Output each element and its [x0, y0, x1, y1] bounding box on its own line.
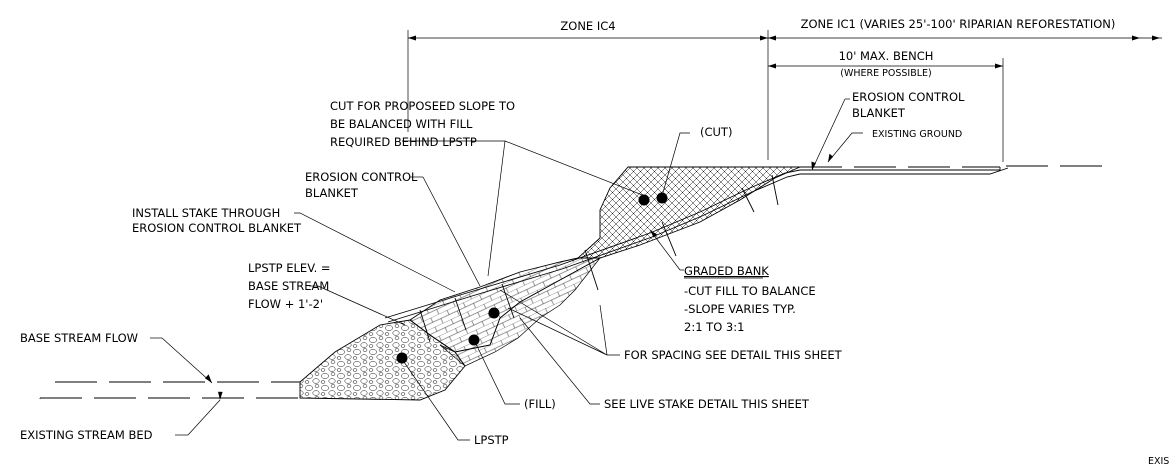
svg-text:REQUIRED BEHIND LPSTP: REQUIRED BEHIND LPSTP [330, 135, 477, 149]
svg-text:EROSION CONTROL: EROSION CONTROL [305, 170, 418, 184]
lpstp-label: LPSTP [474, 433, 509, 447]
bench-dimension: 10' MAX. BENCH (WHERE POSSIBLE) [768, 49, 1004, 162]
svg-text:EROSION CONTROL BLANKET: EROSION CONTROL BLANKET [132, 221, 302, 235]
svg-text:FLOW + 1'-2': FLOW + 1'-2' [248, 297, 323, 311]
existing-ground-line [800, 165, 1110, 168]
fill-label: (FILL) [524, 397, 556, 411]
svg-text:GRADED BANK: GRADED BANK [684, 264, 769, 278]
live-stake [741, 187, 755, 213]
cut-note: CUT FOR PROPOSEED SLOPE TO BE BALANCED W… [330, 99, 515, 149]
fill-point-2 [468, 334, 480, 346]
live-stakes [419, 174, 779, 343]
zone-ic1-dimension: ZONE IC1 (VARIES 25'-100' RIPARIAN REFOR… [767, 17, 1162, 160]
zone-ic4-dimension: ZONE IC4 [407, 19, 768, 132]
svg-text:BLANKET: BLANKET [852, 106, 906, 120]
live-stake [501, 283, 515, 319]
lpstp-elev-label: LPSTP ELEV. = BASE STREAM FLOW + 1'-2' [248, 261, 331, 311]
base-stream-flow-label: BASE STREAM FLOW [20, 331, 138, 345]
live-stake [584, 249, 599, 291]
fill-point-1 [488, 307, 500, 319]
live-stake-label: SEE LIVE STAKE DETAIL THIS SHEET [604, 397, 810, 411]
svg-text:BE BALANCED WITH FILL: BE BALANCED WITH FILL [330, 117, 473, 131]
erosion-control-mid-label: EROSION CONTROL BLANKET [305, 170, 418, 200]
svg-text:-SLOPE VARIES TYP.: -SLOPE VARIES TYP. [684, 302, 796, 316]
bench-note: (WHERE POSSIBLE) [840, 68, 931, 79]
erosion-control-top-label: EROSION CONTROL BLANKET [852, 90, 965, 120]
lpstp-point [396, 352, 408, 364]
svg-text:BASE STREAM: BASE STREAM [248, 279, 329, 293]
erosion-control-blanket [384, 167, 1001, 319]
live-stake [661, 221, 677, 257]
existing-ground-label: EXISTING GROUND [872, 129, 962, 140]
svg-text:EROSION CONTROL: EROSION CONTROL [852, 90, 965, 104]
live-stake [419, 309, 431, 343]
existing-stream-bed-label: EXISTING STREAM BED [20, 428, 153, 442]
svg-text:INSTALL STAKE THROUGH: INSTALL STAKE THROUGH [132, 206, 280, 220]
graded-bank-label: GRADED BANK -CUT FILL TO BALANCE -SLOPE … [684, 264, 816, 334]
lpstp-stone-zone [299, 319, 466, 401]
cut-point-1 [638, 194, 650, 206]
zone-ic1-label: ZONE IC1 (VARIES 25'-100' RIPARIAN REFOR… [801, 17, 1116, 31]
cut-label: (CUT) [700, 125, 732, 139]
zone-ic4-label: ZONE IC4 [560, 19, 615, 33]
svg-text:CUT FOR PROPOSEED SLOPE TO: CUT FOR PROPOSEED SLOPE TO [330, 99, 515, 113]
svg-text:BLANKET: BLANKET [305, 186, 359, 200]
svg-text:LPSTP ELEV. =: LPSTP ELEV. = [248, 261, 331, 275]
leader-lines [161, 98, 863, 441]
cut-zone [576, 166, 801, 259]
live-stake [454, 297, 467, 331]
bench-label: 10' MAX. BENCH [839, 49, 934, 63]
leader-arrowheads [205, 153, 834, 400]
install-stake-label: INSTALL STAKE THROUGH EROSION CONTROL BL… [132, 206, 302, 235]
cut-point-2 [656, 192, 668, 204]
spacing-label: FOR SPACING SEE DETAIL THIS SHEET [624, 348, 843, 362]
svg-text:2:1 TO 3:1: 2:1 TO 3:1 [684, 320, 744, 334]
svg-text:-CUT FILL TO BALANCE: -CUT FILL TO BALANCE [684, 284, 816, 298]
cutoff-text: EXIS [1148, 456, 1169, 466]
live-stake [771, 174, 779, 206]
erosion-control-blanket-inner [387, 167, 1009, 323]
